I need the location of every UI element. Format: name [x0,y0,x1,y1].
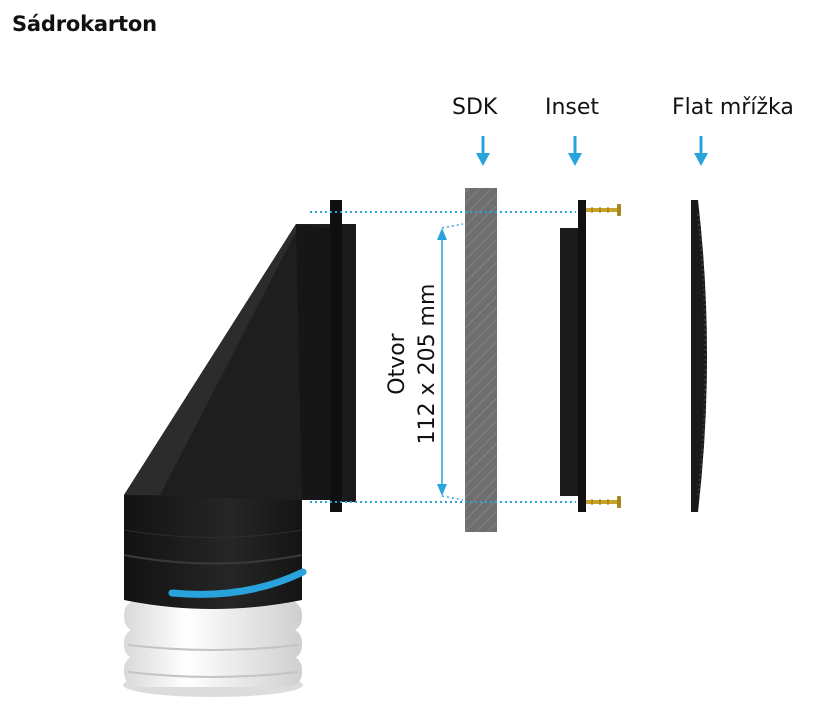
arrow-down-icon [476,136,490,166]
screw-icon [586,204,621,216]
dimension-caption: Otvor [385,332,410,394]
label-flat-grille: Flat mřížka [672,95,794,120]
diagram-title: Sádrokarton [12,12,157,36]
dimension-line [437,223,464,501]
guide-lines [310,211,576,503]
inset-frame [560,200,621,512]
label-inset: Inset [545,95,600,120]
screw-icon [586,496,621,508]
flat-grille [691,200,707,512]
label-sdk: SDK [452,95,498,120]
flexible-hose [123,600,303,697]
adapter-collar [123,495,307,609]
seal-ring [168,568,307,598]
arrow-down-icon [694,136,708,166]
plasterboard-sdk [465,188,497,532]
adapter-body [124,200,356,512]
dimension-value: 112 x 205 mm [415,284,440,445]
arrow-down-icon [568,136,582,166]
